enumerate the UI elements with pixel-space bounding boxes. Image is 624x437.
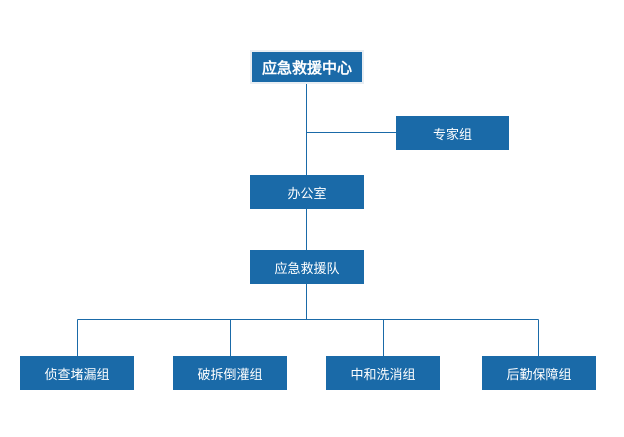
node-subgroup-demolition: 破拆倒灌组 bbox=[173, 356, 287, 390]
node-subgroup-logistics: 后勤保障组 bbox=[482, 356, 596, 390]
node-expert-group: 专家组 bbox=[396, 116, 509, 150]
node-emergency-rescue-center: 应急救援中心 bbox=[250, 50, 364, 84]
node-subgroup-decontamination: 中和洗消组 bbox=[326, 356, 440, 390]
node-label: 后勤保障组 bbox=[506, 367, 572, 383]
node-rescue-team: 应急救援队 bbox=[250, 250, 364, 284]
node-label: 应急救援队 bbox=[274, 261, 340, 277]
node-office: 办公室 bbox=[250, 175, 364, 209]
node-label: 应急救援中心 bbox=[261, 58, 352, 77]
node-label: 专家组 bbox=[432, 127, 472, 143]
node-label: 办公室 bbox=[287, 186, 327, 202]
node-subgroup-detection: 侦查堵漏组 bbox=[20, 356, 134, 390]
node-label: 中和洗消组 bbox=[350, 367, 416, 383]
node-label: 破拆倒灌组 bbox=[197, 367, 263, 383]
node-label: 侦查堵漏组 bbox=[44, 367, 110, 383]
